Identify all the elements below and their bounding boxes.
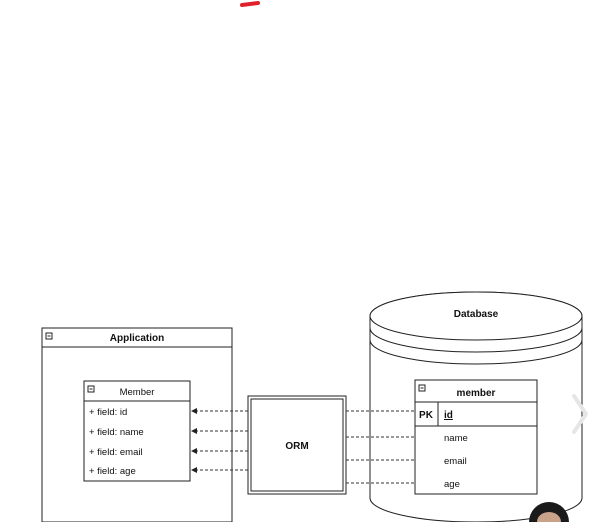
table-column: email — [444, 456, 467, 467]
collapse-icon[interactable] — [418, 384, 426, 392]
table-column: age — [444, 479, 460, 490]
class-field: + field: name — [89, 427, 144, 438]
chevron-right-icon[interactable] — [572, 394, 588, 434]
orm-label: ORM — [285, 441, 308, 452]
class-field: + field: id — [89, 407, 127, 418]
pk-label: PK — [419, 410, 434, 421]
orm-to-class-connectors — [191, 408, 248, 473]
arrow-head — [191, 408, 197, 414]
webcam-thumbnail — [529, 502, 569, 522]
member-table-title: member — [457, 388, 496, 399]
pk-field: id — [444, 410, 453, 421]
table-column: name — [444, 433, 468, 444]
orm-box[interactable]: ORM — [247, 395, 347, 495]
member-class-box[interactable]: Member + field: id + field: name + field… — [83, 380, 191, 482]
application-title: Application — [110, 333, 164, 344]
collapse-icon[interactable] — [87, 385, 95, 393]
arrow-head — [191, 467, 197, 473]
arrow-head — [191, 448, 197, 454]
collapse-icon[interactable] — [45, 332, 53, 340]
orm-to-table-connectors — [346, 410, 415, 484]
member-table[interactable]: member PK id name email age — [414, 379, 538, 495]
class-field: + field: email — [89, 447, 143, 458]
red-annotation-mark — [240, 1, 260, 7]
database-title: Database — [454, 309, 499, 320]
member-class-title: Member — [120, 387, 155, 398]
arrow-head — [191, 428, 197, 434]
class-field: + field: age — [89, 466, 136, 477]
